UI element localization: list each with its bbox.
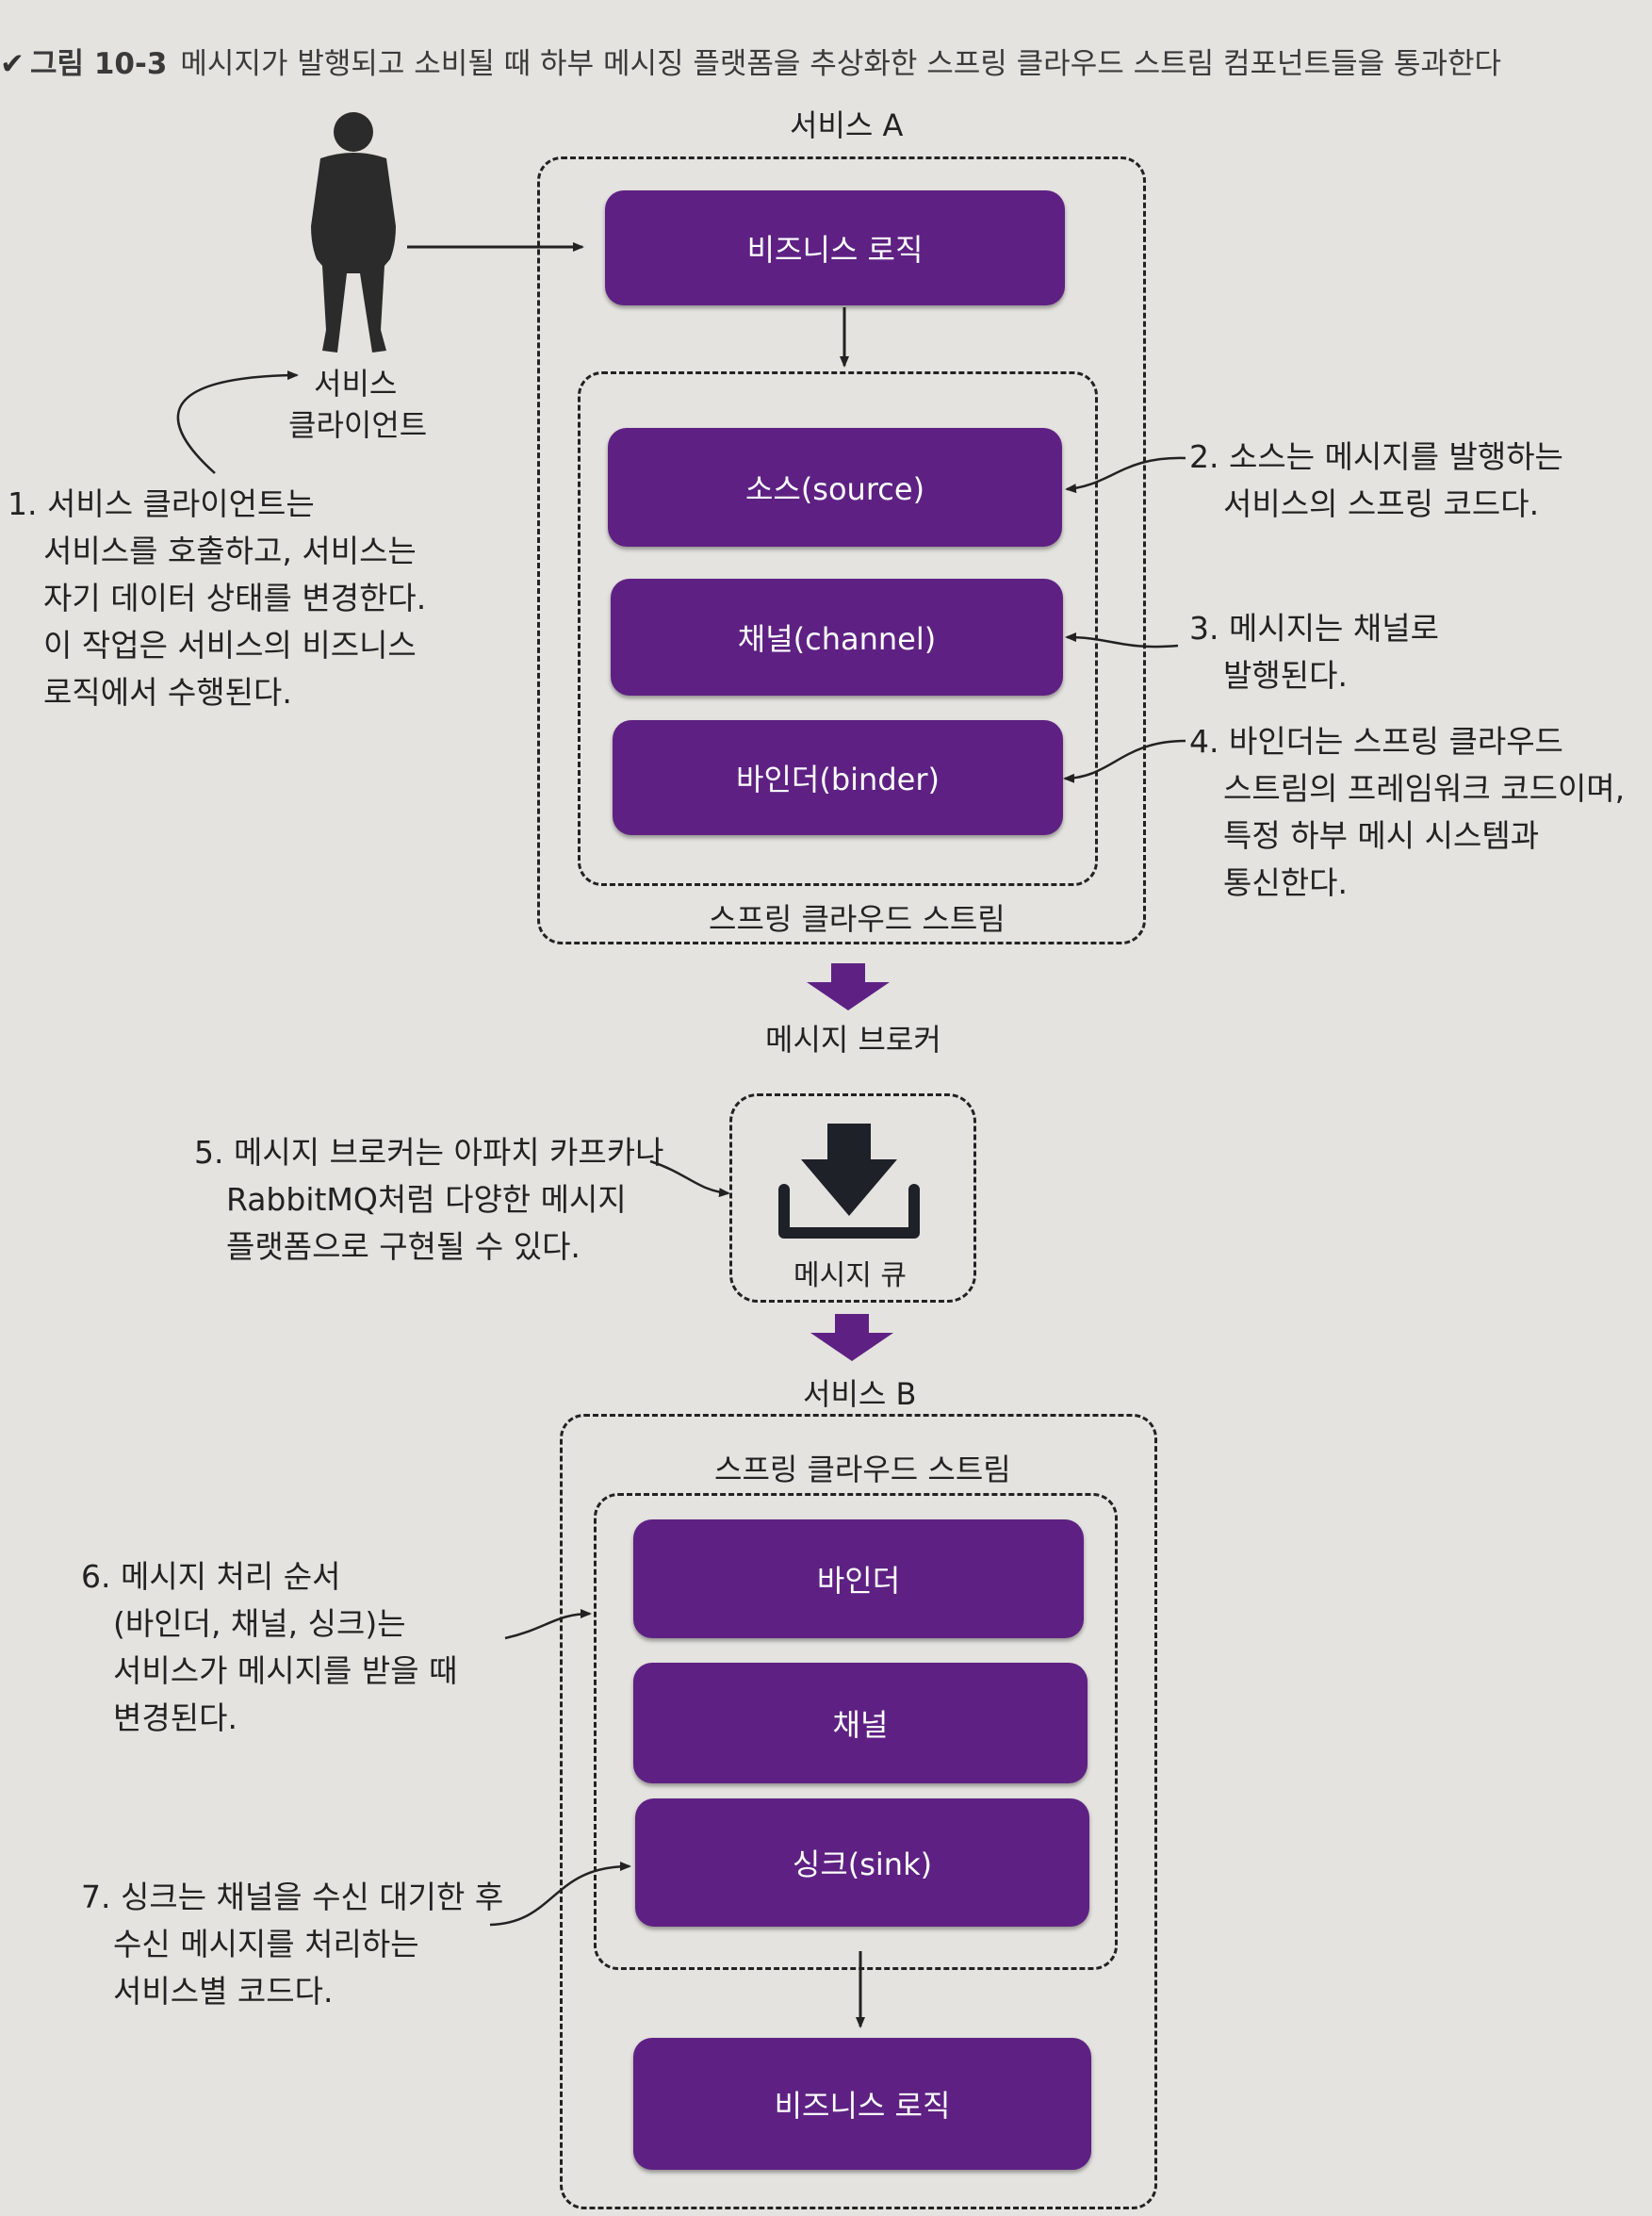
note3-leader [1065,632,1179,648]
note-2-line: 서비스의 스프링 코드다. [1223,485,1540,522]
caption-text: 메시지가 발행되고 소비될 때 하부 메시징 플랫폼을 추상화한 스프링 클라우… [180,47,1502,81]
note-1-line: 로직에서 수행된다. [43,674,292,711]
service-b-sink: 싱크(sink) [635,1798,1089,1927]
note-6-line: 6. 메시지 처리 순서 [81,1558,341,1595]
note5-leader [649,1159,730,1198]
note-7: 7. 싱크는 채널을 수신 대기한 후 수신 메시지를 처리하는 서비스별 코드… [81,1874,503,2015]
note-3-line: 3. 메시지는 채널로 [1189,610,1439,647]
note-1-line: 자기 데이터 상태를 변경한다. [43,580,427,616]
service-b-binder: 바인더 [633,1519,1084,1638]
service-a-channel: 채널(channel) [611,579,1063,696]
note-4-line: 특정 하부 메시 시스템과 [1223,817,1540,854]
down-arrow-to-broker [807,963,890,1010]
service-a-title: 서비스 A [790,107,904,143]
service-b-stream-title: 스프링 클라우드 스트림 [714,1452,1011,1487]
note-5-line: 플랫폼으로 구현될 수 있다. [226,1228,581,1265]
note-7-line: 서비스별 코드다. [113,1973,334,2010]
note-7-line: 7. 싱크는 채널을 수신 대기한 후 [81,1879,504,1915]
note-7-line: 수신 메시지를 처리하는 [113,1926,419,1962]
client-label-line2: 클라이언트 [288,407,428,443]
note-4: 4. 바인더는 스프링 클라우드 스트림의 프레임워크 코드이며, 특정 하부 … [1189,718,1625,907]
note-1-line: 1. 서비스 클라이언트는 [8,485,315,522]
service-a-binder: 바인더(binder) [613,720,1063,835]
service-a-source: 소스(source) [608,428,1062,547]
service-b-channel: 채널 [633,1663,1088,1783]
note-6-line: (바인더, 채널, 싱크)는 [113,1605,406,1642]
note-3: 3. 메시지는 채널로 발행된다. [1189,605,1439,699]
note-4-line: 4. 바인더는 스프링 클라우드 [1189,723,1563,760]
note-1-line: 서비스를 호출하고, 서비스는 [43,533,417,569]
note-6-line: 서비스가 메시지를 받을 때 [113,1652,458,1689]
message-queue-frame [729,1093,976,1303]
note-1: 1. 서비스 클라이언트는 서비스를 호출하고, 서비스는 자기 데이터 상태를… [8,481,426,716]
note7-leader [489,1862,631,1927]
note-5-line: RabbitMQ처럼 다양한 메시지 [226,1181,627,1218]
note-1-line: 이 작업은 서비스의 비즈니스 [43,627,417,664]
service-b-title: 서비스 B [803,1376,917,1412]
service-a-frame [537,156,1146,944]
service-a-stream-title: 스프링 클라우드 스트림 [709,901,1006,937]
queue-tray-icon [778,1124,920,1239]
note-2: 2. 소스는 메시지를 발행하는 서비스의 스프링 코드다. [1189,434,1563,528]
note-5: 5. 메시지 브로커는 아파치 카프카나 RabbitMQ처럼 다양한 메시지 … [194,1129,663,1271]
message-queue-label: 메시지 큐 [793,1259,907,1292]
service-a-stream-frame [578,371,1098,886]
person-icon [311,112,396,353]
service-a-business-logic: 비즈니스 로직 [605,190,1065,305]
note-4-line: 통신한다. [1223,864,1348,901]
note4-leader [1063,739,1186,783]
checkmark-icon: ✔ [0,47,25,81]
note6-leader [504,1609,592,1640]
service-b-frame [560,1414,1157,2209]
note2-leader [1065,456,1186,494]
note-2-line: 2. 소스는 메시지를 발행하는 [1189,438,1563,475]
note-6: 6. 메시지 처리 순서 (바인더, 채널, 싱크)는 서비스가 메시지를 받을… [81,1553,457,1742]
note-6-line: 변경된다. [113,1699,237,1736]
figure-number: 그림 10-3 [29,47,168,81]
note-3-line: 발행된다. [1223,657,1348,694]
note1-leader [176,370,299,474]
note-5-line: 5. 메시지 브로커는 아파치 카프카나 [194,1134,664,1171]
broker-title: 메시지 브로커 [765,1022,941,1058]
service-b-business-logic: 비즈니스 로직 [633,2038,1091,2170]
service-b-stream-frame [594,1493,1118,1970]
note-4-line: 스트림의 프레임워크 코드이며, [1223,770,1626,807]
down-arrow-to-service-b [810,1314,893,1361]
client-label-line1: 서비스 [314,366,398,402]
figure-caption: ✔그림 10-3 메시지가 발행되고 소비될 때 하부 메시징 플랫폼을 추상화한… [0,40,1501,82]
